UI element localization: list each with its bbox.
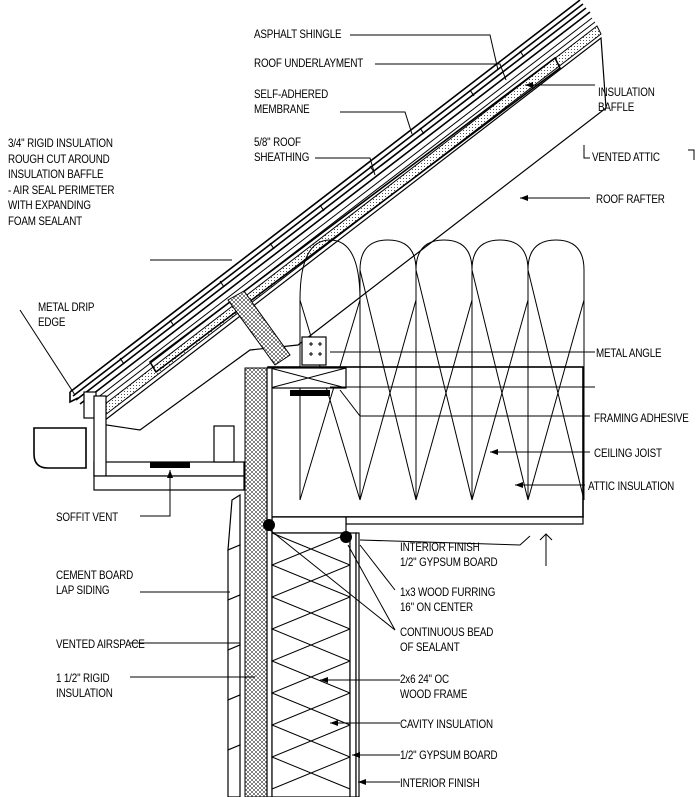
label-line: OF SEALANT bbox=[400, 640, 460, 654]
label-line: - AIR SEAL PERIMETER bbox=[8, 182, 115, 197]
label-line: INTERIOR FINISH bbox=[400, 540, 480, 554]
label-roof-sheathing: 5/8" ROOF SHEATHING bbox=[254, 135, 309, 165]
soffit-vent bbox=[150, 462, 190, 468]
label-line: INSULATION BAFFLE bbox=[8, 167, 104, 181]
label-roof-underlayment: ROOF UNDERLAYMENT bbox=[254, 56, 364, 70]
attic-insulation bbox=[299, 239, 585, 501]
label-line: CONTINUOUS BEAD bbox=[400, 625, 494, 639]
label-ceiling-joist: CEILING JOIST bbox=[594, 446, 662, 460]
wall-gypsum-board bbox=[349, 532, 357, 797]
soffit-nailer bbox=[213, 425, 235, 463]
cement-board-siding bbox=[227, 493, 241, 797]
label-line: ROUGH CUT AROUND bbox=[8, 151, 110, 166]
label-line: FOAM SEALANT bbox=[8, 213, 83, 228]
label-continuous-bead: CONTINUOUS BEAD OF SEALANT bbox=[400, 625, 493, 655]
section-markers bbox=[539, 145, 695, 566]
leader-arrows bbox=[167, 82, 533, 785]
rigid-insulation-eave bbox=[227, 290, 291, 366]
label-framing-adhesive: FRAMING ADHESIVE bbox=[594, 411, 689, 425]
label-line: MEMBRANE bbox=[254, 102, 310, 116]
label-rigid-insulation-roof: 3/4" RIGID INSULATION ROUGH CUT AROUND I… bbox=[8, 136, 114, 229]
label-line: 1 1/2" RIGID bbox=[56, 671, 110, 685]
leader-lines bbox=[19, 34, 595, 783]
ceiling-gypsum-board bbox=[345, 516, 584, 525]
label-attic-insulation: ATTIC INSULATION bbox=[588, 479, 675, 493]
soffit-return bbox=[93, 475, 245, 491]
label-rigid-insulation-wall: 1 1/2" RIGID INSULATION bbox=[56, 671, 113, 701]
label-soffit-vent: SOFFIT VENT bbox=[56, 510, 118, 524]
label-interior-finish-ceiling: INTERIOR FINISH 1/2" GYPSUM BOARD bbox=[400, 540, 498, 570]
label-line: BAFFLE bbox=[598, 100, 635, 114]
sealant-bead-right bbox=[340, 531, 352, 543]
label-line: SELF-ADHERED bbox=[254, 87, 329, 101]
label-line: INSULATION bbox=[56, 686, 113, 700]
label-insulation-baffle: INSULATION BAFFLE bbox=[598, 85, 655, 115]
label-wood-frame: 2x6 24" OC WOOD FRAME bbox=[400, 672, 467, 702]
label-cement-board: CEMENT BOARD LAP SIDING bbox=[56, 568, 133, 598]
shingle-courses bbox=[119, 50, 525, 365]
roof-rafter bbox=[98, 36, 607, 431]
label-line: CEMENT BOARD bbox=[56, 568, 134, 582]
label-vented-airspace: VENTED AIRSPACE bbox=[56, 637, 145, 651]
roof-underlayment bbox=[83, 17, 596, 412]
wall-rigid-insulation bbox=[244, 367, 268, 797]
wall-assembly bbox=[227, 367, 360, 797]
sealant-bead-left bbox=[263, 519, 275, 531]
label-cavity-insulation: CAVITY INSULATION bbox=[400, 717, 493, 731]
label-line: WOOD FRAME bbox=[400, 687, 468, 701]
gutter bbox=[33, 427, 87, 469]
asphalt-shingles bbox=[69, 0, 591, 405]
label-line: 16" ON CENTER bbox=[400, 600, 473, 614]
metal-drip-edge bbox=[69, 392, 79, 404]
label-line: 1x3 WOOD FURRING bbox=[400, 585, 496, 599]
label-line: INSULATION bbox=[598, 85, 655, 99]
label-line: 1/2" GYPSUM BOARD bbox=[400, 555, 498, 569]
label-vented-attic: VENTED ATTIC bbox=[592, 150, 660, 164]
label-metal-drip-edge: METAL DRIP EDGE bbox=[38, 300, 94, 330]
soffit-assembly bbox=[33, 395, 245, 491]
metal-angle bbox=[301, 336, 327, 366]
label-line: 5/8" ROOF bbox=[254, 135, 301, 149]
label-line: EDGE bbox=[38, 315, 66, 329]
label-line: LAP SIDING bbox=[56, 583, 110, 597]
label-metal-angle: METAL ANGLE bbox=[596, 346, 662, 360]
framing-adhesive bbox=[290, 390, 330, 396]
label-line: SHEATHING bbox=[254, 150, 310, 164]
label-self-adhered-membrane: SELF-ADHERED MEMBRANE bbox=[254, 87, 328, 117]
wall-interior-finish bbox=[355, 532, 360, 797]
insulation-baffle bbox=[148, 56, 562, 374]
label-interior-finish-wall: INTERIOR FINISH bbox=[400, 776, 480, 790]
label-wood-furring: 1x3 WOOD FURRING 16" ON CENTER bbox=[400, 585, 495, 615]
label-asphalt-shingle: ASPHALT SHINGLE bbox=[254, 27, 342, 41]
wall-sheathing bbox=[266, 367, 273, 797]
roof-assembly bbox=[69, 0, 607, 431]
label-line: METAL DRIP bbox=[38, 300, 95, 314]
label-line: 2x6 24" OC bbox=[400, 672, 449, 686]
label-line: 3/4" RIGID INSULATION bbox=[8, 136, 113, 150]
ceiling-furring bbox=[271, 516, 347, 534]
label-roof-rafter: ROOF RAFTER bbox=[596, 192, 665, 206]
ceiling-joist bbox=[267, 366, 584, 518]
ceiling-joist-assembly bbox=[267, 336, 584, 534]
fascia-lower bbox=[93, 395, 107, 477]
label-line: WITH EXPANDING bbox=[8, 198, 91, 212]
wood-stud-frame bbox=[271, 532, 351, 797]
label-gypsum-board-wall: 1/2" GYPSUM BOARD bbox=[400, 748, 498, 762]
